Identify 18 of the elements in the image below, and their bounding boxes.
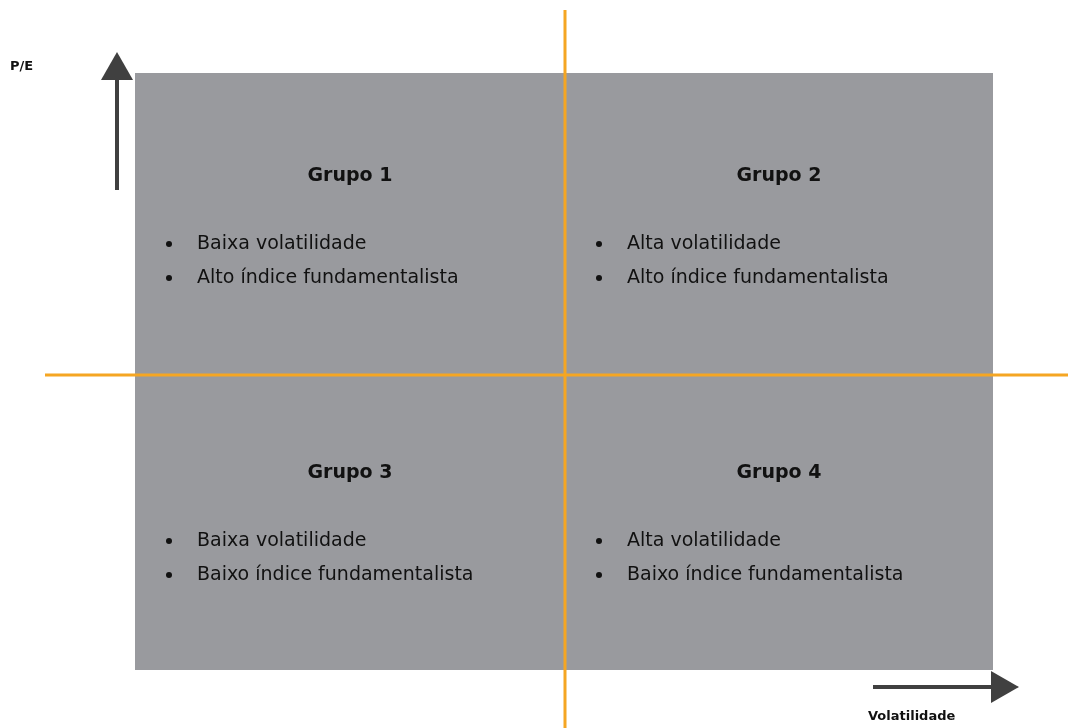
- axis-label: P/E: [10, 58, 34, 73]
- bullet-item: Alta volatilidade: [627, 528, 781, 550]
- group-heading: Grupo 2: [735, 163, 823, 185]
- group-heading: Grupo 4: [735, 460, 823, 482]
- bullet-item: Baixa volatilidade: [197, 528, 367, 550]
- group-heading: Grupo 3: [306, 460, 394, 482]
- quadrant-panel: [135, 73, 565, 375]
- bullet-item: Baixo índice fundamentalista: [197, 562, 474, 584]
- axis-label: Volatilidade: [868, 708, 956, 723]
- bullet-item: Alta volatilidade: [627, 231, 781, 253]
- bullet-item: Baixa volatilidade: [197, 231, 367, 253]
- quadrant-panel: [135, 375, 565, 670]
- quadrant-panel: [565, 375, 993, 670]
- bullet-item: Baixo índice fundamentalista: [627, 562, 904, 584]
- quadrant-panel: [565, 73, 993, 375]
- bullet-item: Alto índice fundamentalista: [627, 265, 889, 287]
- bullet-item: Alto índice fundamentalista: [197, 265, 459, 287]
- group-heading: Grupo 1: [306, 163, 394, 185]
